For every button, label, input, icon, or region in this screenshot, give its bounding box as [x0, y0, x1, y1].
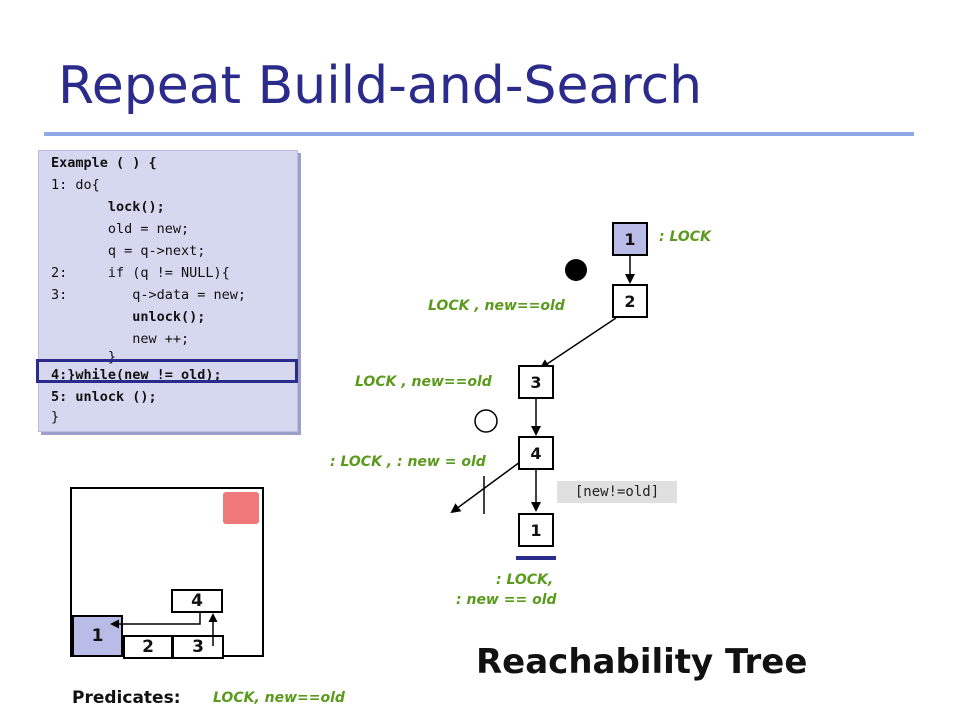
code-line-2: lock();: [51, 199, 165, 215]
code-line-12: }: [51, 409, 60, 425]
annotation-node-5-line2: : new == old: [456, 592, 557, 608]
current-line-highlight: [36, 359, 298, 383]
code-line-8: new ++;: [51, 331, 190, 347]
annotation-node-2: LOCK , new==old: [428, 298, 565, 314]
code-line-10: 4:}while(new != old);: [51, 367, 222, 383]
reachability-tree-caption: Reachability Tree: [476, 642, 808, 682]
hollow-marker: [474, 409, 498, 433]
code-line-5: 2: if (q != NULL){: [51, 265, 230, 281]
guard-label: [new!=old]: [557, 481, 677, 503]
tree-node-4: 4: [518, 436, 554, 470]
annotation-node-1: : LOCK: [659, 229, 711, 245]
tree-node-1-label: 1: [624, 229, 636, 249]
tree-node-2: 2: [612, 284, 648, 318]
heap-cell-3: 3: [172, 635, 224, 659]
heap-cell-3-label: 3: [192, 637, 204, 657]
tree-node-2-label: 2: [624, 291, 636, 311]
filled-marker: [565, 259, 587, 281]
code-line-0: Example ( ) {: [51, 155, 157, 171]
heap-cell-2-label: 2: [142, 637, 154, 657]
slide-title: Repeat Build-and-Search: [58, 56, 703, 116]
edge-2-3: [539, 317, 617, 370]
code-line-6: 3: q->data = new;: [51, 287, 247, 303]
predicates-label: Predicates:: [72, 688, 181, 708]
annotation-node-5-line1: : LOCK,: [496, 572, 554, 588]
code-line-3: old = new;: [51, 221, 190, 237]
edge-4-exit: [450, 461, 521, 514]
tree-node-5: 1: [518, 513, 554, 547]
heap-cell-4: 4: [171, 589, 223, 613]
code-line-11: 5: unlock ();: [51, 389, 157, 405]
heap-red-marker: [223, 492, 259, 524]
code-line-9: }: [51, 349, 117, 365]
tree-node-5-label: 1: [530, 520, 542, 540]
heap-cell-2: 2: [123, 635, 173, 659]
tree-node-4-label: 4: [530, 443, 542, 463]
predicates-value: LOCK, new==old: [213, 690, 345, 706]
code-line-7: unlock();: [51, 309, 206, 325]
covered-node-bar: [516, 556, 556, 560]
annotation-node-3: LOCK , new==old: [355, 374, 492, 390]
heap-cell-4-label: 4: [191, 591, 203, 611]
title-underline: [44, 132, 914, 136]
annotation-node-4: : LOCK , : new = old: [330, 454, 486, 470]
tree-node-3-label: 3: [530, 372, 542, 392]
code-panel: Example ( ) { 1: do{ lock(); old = new; …: [38, 150, 298, 432]
code-line-4: q = q->next;: [51, 243, 206, 259]
code-line-1: 1: do{: [51, 177, 100, 193]
heap-pointer-4-to-1: [110, 613, 201, 629]
heap-cell-1-label: 1: [91, 626, 104, 646]
tree-node-3: 3: [518, 365, 554, 399]
tree-node-1: 1: [612, 222, 648, 256]
